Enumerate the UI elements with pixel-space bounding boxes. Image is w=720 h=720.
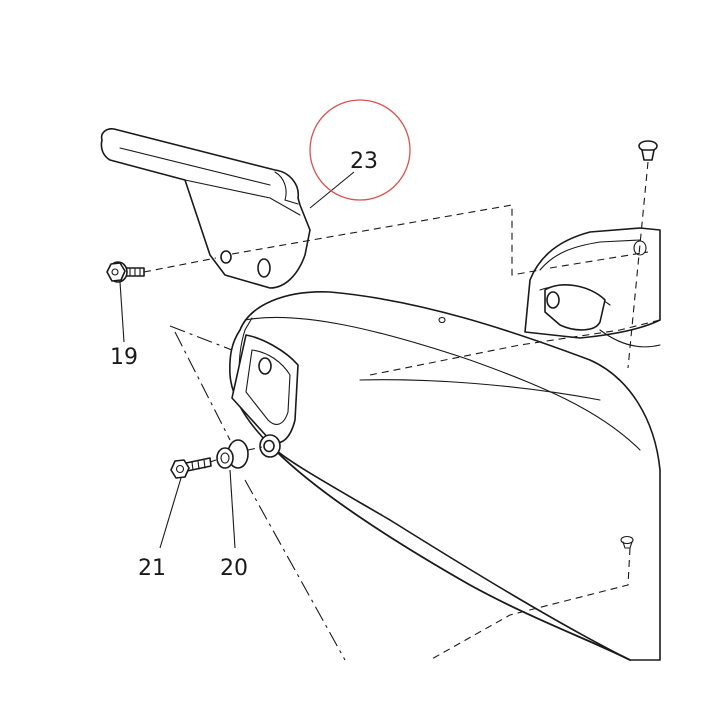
- bushing-20: [216, 439, 249, 469]
- callout-23-highlight: [309, 99, 411, 201]
- assembly-lines: [143, 161, 661, 661]
- leader-lines: [119, 171, 355, 549]
- clip-bottom-right: [620, 535, 634, 549]
- body-grommet: [259, 434, 281, 458]
- callout-21: 21: [138, 556, 166, 581]
- bolt-21: [170, 457, 212, 479]
- callout-20: 20: [220, 556, 248, 581]
- clip-top-right: [638, 140, 658, 161]
- handle-bracket: [100, 128, 311, 289]
- callout-19: 19: [110, 345, 138, 370]
- screw-19: [106, 261, 145, 283]
- callout-23: 23: [350, 149, 378, 174]
- body-panel: [229, 291, 661, 661]
- body-mount-pocket: [231, 334, 299, 444]
